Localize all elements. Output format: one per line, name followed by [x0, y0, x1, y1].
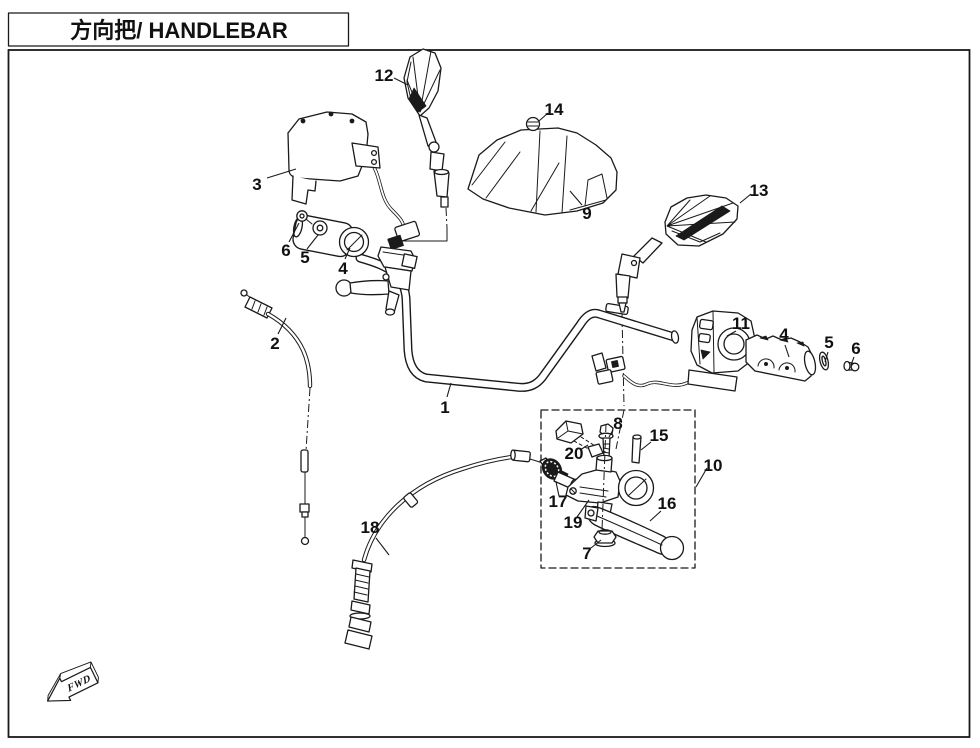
callout-4-left: 4 [338, 259, 348, 278]
callout-15: 15 [650, 426, 669, 445]
callout-1: 1 [440, 398, 449, 417]
right-grip [745, 334, 817, 382]
right-switch-housing [591, 310, 756, 392]
right-mirror [615, 194, 739, 313]
bar-clamp [401, 253, 418, 269]
switch-bracket [555, 420, 604, 458]
page-title: 方向把/ HANDLEBAR [70, 18, 288, 43]
clutch-cable [344, 449, 547, 650]
clutch-lever-bracket [565, 454, 655, 515]
right-grip-washer [818, 351, 830, 371]
callout-16: 16 [658, 494, 677, 513]
left-mirror [387, 48, 450, 242]
callout-5-right: 5 [824, 333, 833, 352]
clutch-lever [584, 505, 685, 561]
wire-connector-2 [595, 369, 614, 385]
left-grip-washer [312, 220, 328, 236]
left-grip [292, 214, 370, 258]
right-grip-screw [843, 360, 860, 372]
callout-20: 20 [565, 444, 584, 463]
callout-12: 12 [375, 66, 394, 85]
callout-6-left: 6 [281, 241, 290, 260]
lever-ball-end [659, 535, 685, 561]
callout-8: 8 [613, 414, 622, 433]
front-brake-master-cylinder [287, 111, 421, 250]
mirror12-mount-leader [387, 227, 448, 242]
switch-button [698, 318, 714, 331]
title-box: 方向把/ HANDLEBAR [7, 12, 350, 47]
left-mirror-stem [418, 114, 437, 147]
left-grip-screw [296, 210, 313, 225]
pivot-nut [593, 529, 617, 548]
switch-connector-dark [387, 234, 404, 250]
callout-18: 18 [361, 518, 380, 537]
front-brake-lever-assembly [335, 246, 418, 316]
callout-17: 17 [549, 492, 568, 511]
tube-end-cap [670, 330, 680, 344]
mirror13-axis-line-lower [615, 409, 625, 450]
callout-2: 2 [270, 334, 279, 353]
fwd-marker: FWD [47, 661, 99, 702]
callout-leaders [266, 77, 855, 556]
diagram-border [7, 49, 971, 738]
callout-labels: 1 2 3 4 5 6 4 5 6 7 8 9 10 11 12 13 14 1… [252, 66, 860, 563]
alignment-lines [408, 252, 625, 450]
subassembly-box [540, 409, 696, 569]
switch-button-2 [698, 332, 711, 344]
mirror13-axis-line [621, 313, 625, 407]
housing-bracket [687, 369, 738, 392]
title-box-border [7, 12, 350, 47]
lever-body [384, 266, 412, 291]
pivot-axis-line [601, 423, 607, 531]
fwd-arrow [47, 666, 99, 702]
callout-11: 11 [732, 314, 750, 333]
right-mirror-stem [633, 237, 663, 264]
callout-10: 10 [704, 456, 723, 475]
callout-3: 3 [252, 175, 261, 194]
throttle-cable [240, 289, 313, 546]
callout-7: 7 [582, 544, 591, 563]
callout-4-right: 4 [779, 325, 789, 344]
wire-clamp [591, 352, 607, 372]
callout-9: 9 [582, 204, 591, 223]
callout-6-right: 6 [851, 339, 860, 358]
callout-14: 14 [545, 100, 564, 119]
clamp-block [351, 142, 381, 169]
callout-13: 13 [750, 181, 769, 200]
brake-lever-blade [349, 279, 390, 296]
horn-symbol [700, 349, 711, 360]
brake-lever-ball [335, 279, 353, 297]
cylinder-foot [291, 175, 317, 205]
callout-19: 19 [564, 513, 583, 532]
switch-connector [394, 220, 421, 243]
lever-pivot-pin [631, 434, 642, 464]
callout-5-left: 5 [300, 248, 309, 267]
cover-screw [525, 116, 541, 132]
handlebar-cover [467, 127, 618, 216]
